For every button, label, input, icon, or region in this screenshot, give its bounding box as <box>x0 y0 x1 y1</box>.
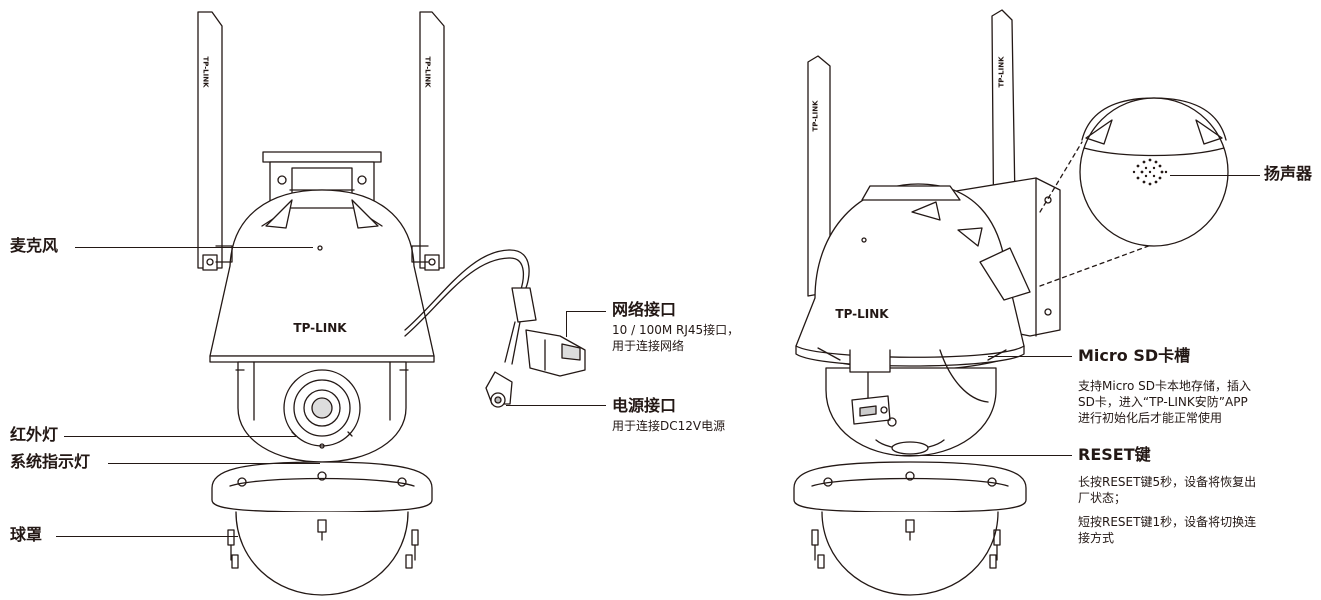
front-dome-cover <box>211 461 433 596</box>
net-port-leader <box>566 311 606 313</box>
front-lens-ball <box>235 361 409 463</box>
status-led-leader <box>108 463 320 465</box>
left-antenna <box>197 11 223 271</box>
sd-slot-line2: SD卡，进入“TP-LINK安防”APP <box>1078 395 1248 409</box>
net-port-line1: 10 / 100M RJ45接口， <box>612 323 740 337</box>
antenna-brand-2: TP-LINK <box>423 56 432 88</box>
power-port-title: 电源接口 <box>612 396 677 415</box>
status-led-label: 系统指示灯 <box>10 452 91 471</box>
reset-leader <box>896 455 1072 457</box>
speaker-grille-icon <box>1132 158 1168 186</box>
reset-line4: 接方式 <box>1078 531 1115 545</box>
mic-leader <box>75 247 313 249</box>
net-port-title: 网络接口 <box>612 300 677 319</box>
dome-cover-label: 球罩 <box>10 525 43 544</box>
rear-dome-cover <box>793 461 1027 596</box>
sd-slot-line3: 进行初始化后才能正常使用 <box>1078 411 1223 425</box>
right-antenna <box>419 11 445 271</box>
rear-brand-logo: TP-LINK <box>835 307 889 321</box>
antenna-brand-1: TP-LINK <box>201 56 210 88</box>
rear-lens-ball <box>825 349 997 457</box>
speaker-label: 扬声器 <box>1264 164 1313 183</box>
ir-leader <box>64 436 296 438</box>
antenna-brand-3: TP-LINK <box>811 100 820 132</box>
mic-label: 麦克风 <box>10 236 59 255</box>
reset-line2: 厂状态； <box>1078 491 1127 505</box>
reset-line1: 长按RESET键5秒，设备将恢复出 <box>1078 475 1257 489</box>
rear-housing <box>795 183 1031 371</box>
front-brand-logo: TP-LINK <box>293 321 347 335</box>
sd-slot-line1: 支持Micro SD卡本地存储，插入 <box>1078 379 1251 393</box>
dome-cover-leader <box>56 536 238 538</box>
speaker-leader <box>1170 175 1260 177</box>
power-port-leader <box>506 405 606 407</box>
network-cable <box>404 249 586 408</box>
speaker-zoom <box>1039 97 1229 287</box>
front-camera: TP-LINK <box>197 11 586 596</box>
net-port-leader-drop <box>566 311 568 337</box>
front-housing <box>209 189 435 363</box>
rear-camera: TP-LINK <box>793 9 1229 596</box>
sd-slot-leader <box>988 356 1072 358</box>
net-port-line2: 用于连接网络 <box>612 339 685 353</box>
rear-left-antenna <box>807 55 831 297</box>
ir-label: 红外灯 <box>10 425 59 444</box>
reset-line3: 短按RESET键1秒，设备将切换连 <box>1078 515 1257 529</box>
antenna-brand-4: TP-LINK <box>997 56 1006 88</box>
power-port-line1: 用于连接DC12V电源 <box>612 419 726 433</box>
reset-title: RESET键 <box>1078 445 1151 464</box>
sd-slot-title: Micro SD卡槽 <box>1078 346 1191 365</box>
